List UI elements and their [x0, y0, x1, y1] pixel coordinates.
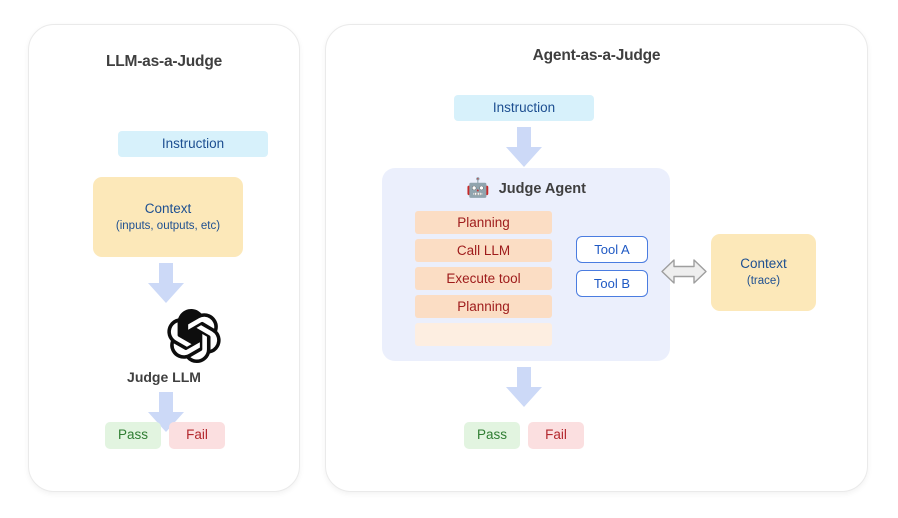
left-pass-label: Pass	[117, 427, 148, 443]
panel-agent-as-a-judge: Agent-as-a-Judge Instruction 🤖 Judge Age…	[325, 24, 868, 492]
judge-agent-container: 🤖 Judge Agent Planning Call LLM Execute …	[382, 168, 670, 361]
right-pass-label: Pass	[476, 427, 507, 443]
page-title-left: LLM-as-a-Judge	[105, 53, 223, 70]
right-fail-label: Fail	[545, 427, 567, 443]
arrow-shaft	[159, 392, 173, 413]
right-context-trace-box: Context (trace)	[711, 234, 816, 311]
arrow-shaft	[517, 127, 531, 148]
agent-step-bar: Call LLM	[415, 239, 552, 262]
right-context-subtitle: (trace)	[746, 275, 781, 288]
left-context-subtitle: (inputs, outputs, etc)	[115, 219, 221, 232]
arrow-shaft	[159, 263, 173, 284]
agent-step-bar: Planning	[415, 295, 552, 318]
arrow-head	[506, 387, 542, 407]
page-title-right: Agent-as-a-Judge	[532, 47, 661, 64]
right-context-title: Context	[740, 256, 787, 272]
judge-agent-title: Judge Agent	[498, 180, 586, 197]
agent-step-bar: Execute tool	[415, 267, 552, 290]
bidirectional-arrow-icon	[660, 255, 708, 288]
tool-b-label: Tool B	[593, 276, 631, 291]
tool-a-label: Tool A	[594, 242, 630, 257]
agent-step-bar: Planning	[415, 211, 552, 234]
left-fail-label: Fail	[186, 427, 208, 443]
arrow-instruction-to-agent	[506, 127, 542, 167]
left-verdict-fail: Fail	[169, 422, 225, 449]
arrow-context-to-judge	[148, 263, 184, 303]
tool-b-box[interactable]: Tool B	[576, 270, 648, 297]
judge-llm-label: Judge LLM	[127, 369, 201, 385]
agent-step-bar-faded	[415, 323, 552, 346]
judge-agent-header: 🤖 Judge Agent	[382, 179, 670, 198]
left-verdict-pass: Pass	[105, 422, 161, 449]
openai-logo-icon	[167, 309, 221, 364]
arrow-agent-to-verdict	[506, 367, 542, 407]
robot-face-icon: 🤖	[466, 178, 490, 199]
left-instruction-label: Instruction	[161, 135, 225, 151]
right-instruction-label: Instruction	[492, 99, 556, 115]
arrow-shaft	[517, 367, 531, 388]
arrow-head	[148, 283, 184, 303]
right-instruction-box: Instruction	[454, 95, 594, 121]
left-instruction-box: Instruction	[118, 131, 268, 157]
tool-a-box[interactable]: Tool A	[576, 236, 648, 263]
left-context-box: Context (inputs, outputs, etc)	[93, 177, 243, 257]
left-context-title: Context	[144, 200, 192, 216]
right-verdict-fail: Fail	[528, 422, 584, 449]
arrow-head	[506, 147, 542, 167]
panel-llm-as-a-judge: LLM-as-a-Judge Instruction Context (inpu…	[28, 24, 300, 492]
right-verdict-pass: Pass	[464, 422, 520, 449]
